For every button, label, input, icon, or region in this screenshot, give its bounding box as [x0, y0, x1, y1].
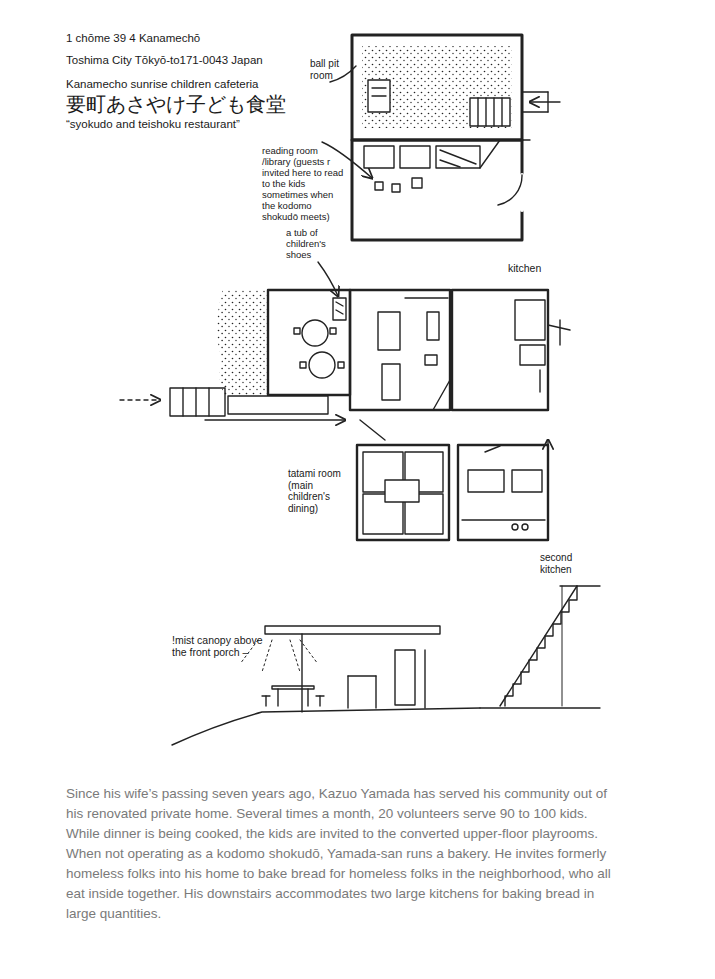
annotation-label: ball pit room — [310, 58, 352, 81]
annotation-label: tatami room (main children's dining) — [288, 468, 352, 514]
title: Kanamecho sunrise children cafeteria — [66, 78, 346, 91]
annotation-label: a tub of children's shoes — [286, 228, 348, 261]
annotation-label: second kitchen — [540, 552, 600, 575]
annotation-label: 要町あさやけ子ども食堂 — [66, 93, 346, 116]
annotation-label: kitchen — [508, 262, 568, 274]
annotation-label: 1 chōme 39 4 Kanamechō — [66, 32, 346, 45]
annotation-label: Toshima City Tōkyō-to171-0043 Japan — [66, 54, 346, 67]
annotation-label: “syokudo and teishoku restaurant” — [66, 118, 346, 131]
annotation-label: !mist canopy above the front porch – — [172, 634, 278, 658]
annotation-label: reading room /library (guests r invited … — [262, 146, 348, 222]
caption: Since his wife’s passing seven years ago… — [66, 784, 614, 924]
